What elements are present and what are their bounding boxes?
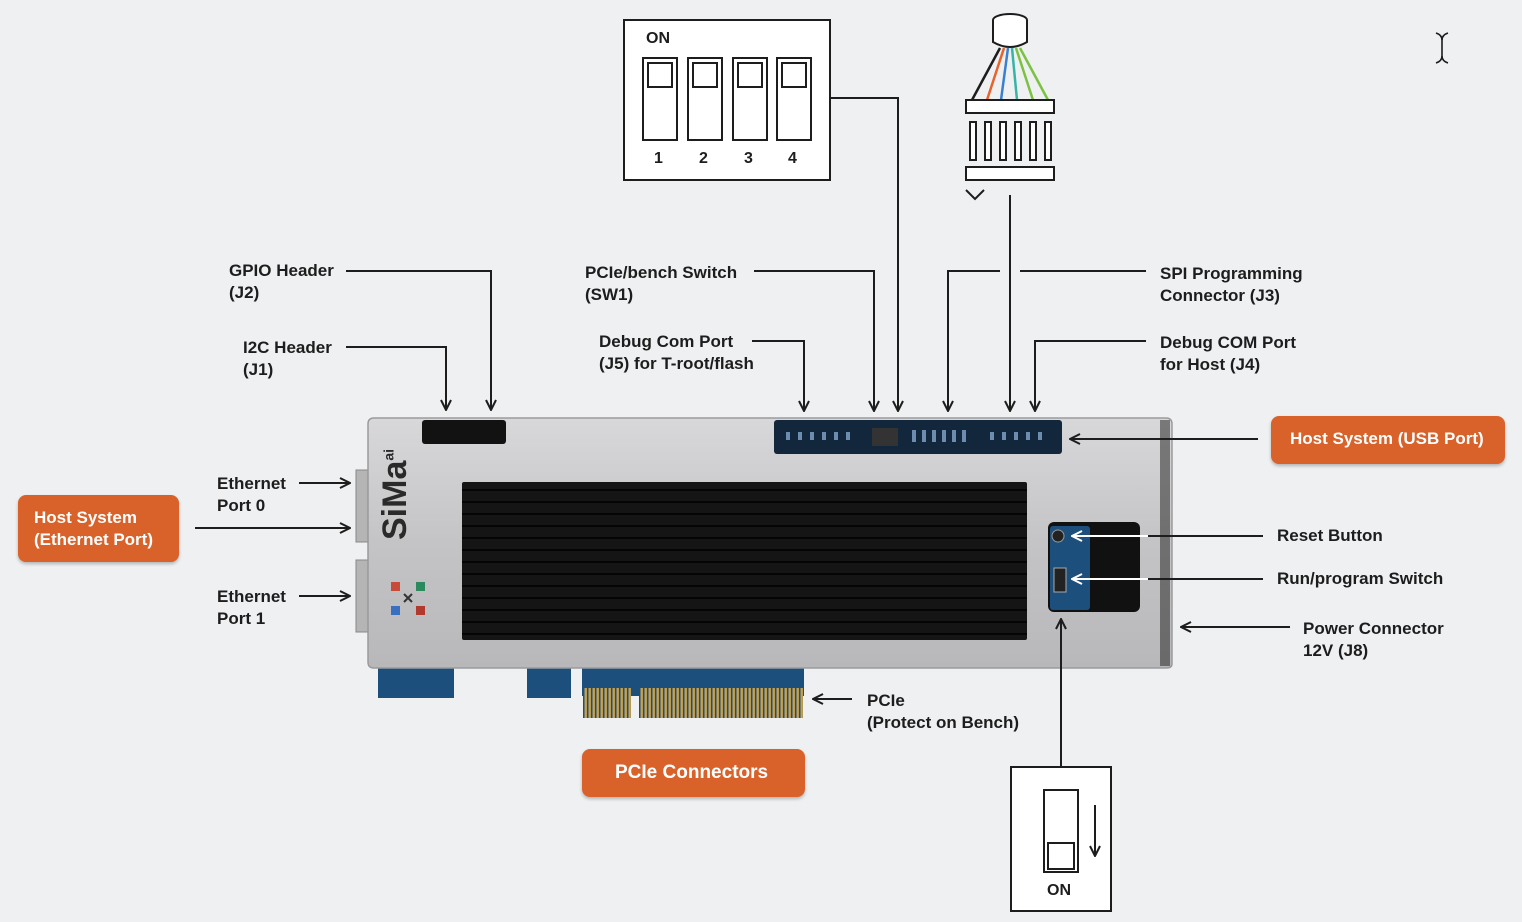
dip-on-label: ON	[646, 30, 670, 47]
run-program-switch-body	[1053, 567, 1067, 593]
housing-edge-shadow	[1160, 420, 1170, 666]
debug-j5-leader	[752, 340, 804, 411]
text-cursor-icon	[1435, 32, 1449, 64]
pcie-bench-leader	[754, 270, 874, 411]
pcie-bench-switch-label: PCIe/bench Switch(SW1)	[585, 263, 738, 304]
spi-leader-left	[948, 270, 1000, 411]
pcie-connectors-callout: PCIe Connectors	[582, 749, 805, 797]
brand-name: SiMa	[376, 460, 414, 540]
reset-button-label: Reset Button	[1277, 526, 1383, 545]
dip-knob-3	[737, 62, 763, 88]
brand-logo-text: SiMaai	[376, 449, 440, 576]
host-system-usb-callout: Host System (USB Port)	[1271, 416, 1505, 464]
gpio-leader	[346, 270, 491, 410]
slide-switch-on-label: ON	[1047, 882, 1071, 899]
dip-leader	[830, 97, 898, 411]
pcie-card	[355, 417, 1173, 718]
sima-logo	[391, 582, 425, 615]
dip-number-3: 3	[744, 150, 753, 167]
i2c-header-label: I2C Header(J1)	[243, 338, 332, 379]
debug-j4-leader	[1035, 340, 1146, 411]
gpio-header-label: GPIO Header(J2)	[229, 261, 334, 302]
reset-button-cap	[1051, 529, 1065, 543]
dip-number-4: 4	[788, 150, 797, 167]
pcie-label: PCIe(Protect on Bench)	[867, 691, 1020, 732]
leader-lines-right	[1072, 536, 1263, 579]
header-pins	[786, 428, 1042, 446]
run-program-switch-label: Run/program Switch	[1277, 569, 1444, 588]
top-connector-strip	[774, 420, 1062, 454]
gpio-i2c-header-block	[422, 420, 506, 444]
leader-lines	[195, 97, 1290, 766]
slide-switch-diagram	[1010, 766, 1112, 912]
dip-switch-diagram	[623, 19, 831, 181]
dip-knob-4	[781, 62, 807, 88]
dip-number-2: 2	[699, 150, 708, 167]
pcie-gold-fingers-long	[639, 688, 803, 718]
spi-cable-diagram	[965, 13, 1055, 201]
debug-com-port-j5-label: Debug Com Port(J5) for T-root/flash	[599, 332, 754, 373]
heatsink	[462, 482, 1027, 640]
host-system-ethernet-callout: Host System(Ethernet Port)	[18, 495, 179, 562]
brand-sup: ai	[380, 448, 397, 461]
i2c-leader	[346, 346, 446, 410]
pcie-gold-fingers-short	[583, 688, 631, 718]
dip-number-1: 1	[654, 150, 663, 167]
dip-knob-2	[692, 62, 718, 88]
dip-knob-1	[647, 62, 673, 88]
